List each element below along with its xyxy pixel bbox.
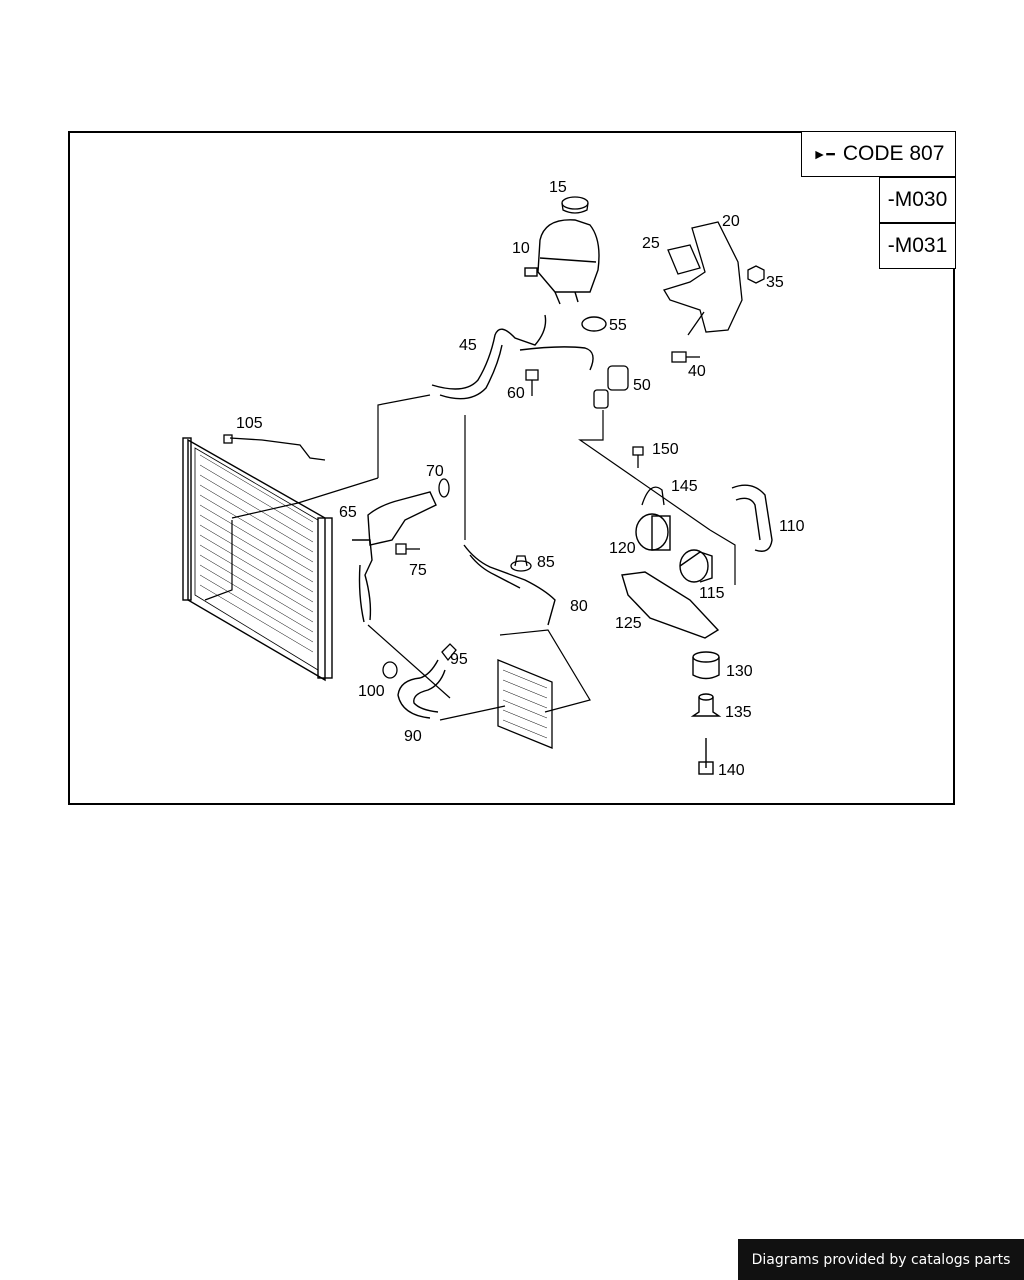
code-variant-1-label: -M030: [887, 188, 948, 211]
leader-90-cooler: [439, 705, 506, 721]
arrow-right-icon: ►━: [812, 145, 835, 162]
callout-labels: 15 10 25 20 35 55 45 50 60 40 105 150 70 145 65 110 75 12…: [236, 179, 805, 779]
leader-65-90: [367, 624, 451, 699]
callout-125: 125: [615, 615, 642, 632]
code-variant-1-box: -M030: [879, 177, 956, 223]
callout-130: 130: [726, 663, 753, 680]
callout-55: 55: [609, 317, 627, 334]
callout-80: 80: [570, 598, 588, 615]
pump-120-icon: [635, 513, 671, 551]
code-variant-2-label: -M031: [887, 234, 948, 257]
leader-radiator-side: [204, 520, 233, 601]
leader-115: [709, 529, 736, 585]
callout-140: 140: [718, 762, 745, 779]
grommet-85-icon: [510, 555, 532, 572]
leader-50-115: [578, 410, 711, 531]
nut-35-icon: [747, 265, 765, 284]
o-ring-70-icon: [438, 478, 450, 498]
callout-25: 25: [642, 235, 660, 252]
callout-10: 10: [512, 240, 530, 257]
hose-45-icon: [431, 314, 594, 400]
mount-plate-125-icon: [621, 571, 720, 639]
callout-110: 110: [779, 518, 805, 535]
sleeve-135-icon: [690, 693, 722, 717]
callout-45: 45: [459, 337, 477, 354]
oil-cooler-icon: [497, 659, 553, 749]
callout-70: 70: [426, 463, 444, 480]
bolt-150-icon: [632, 446, 644, 468]
callout-85: 85: [537, 554, 555, 571]
code-variant-2-box: -M031: [879, 223, 956, 269]
callout-20: 20: [722, 213, 740, 230]
callout-60: 60: [507, 385, 525, 402]
footer-credit-text: Diagrams provided by catalogs parts: [751, 1251, 1011, 1268]
callout-100: 100: [358, 683, 385, 700]
callout-15: 15: [549, 179, 567, 196]
callout-115: 115: [699, 585, 725, 602]
radiator-icon: [182, 437, 333, 682]
bolt-40-icon: [671, 351, 700, 363]
pump-115-icon: [679, 549, 713, 583]
strap-145-icon: [641, 486, 665, 506]
tank-cap-icon: [561, 196, 589, 214]
callout-150: 150: [652, 441, 679, 458]
callout-75: 75: [409, 562, 427, 579]
hose-90-icon: [397, 659, 446, 719]
clamp-50-icon: [593, 365, 629, 409]
callout-145: 145: [671, 478, 698, 495]
callout-50: 50: [633, 377, 651, 394]
hose-110-icon: [731, 484, 773, 552]
sensor-line-105-icon: [223, 434, 326, 461]
diagram-frame: [68, 131, 955, 805]
rubber-mount-130-icon: [692, 651, 720, 680]
callout-105: 105: [236, 415, 263, 432]
code-main-label: CODE 807: [842, 142, 945, 165]
bracket-icon: [663, 221, 743, 336]
callout-35: 35: [766, 274, 784, 291]
callout-40: 40: [688, 363, 706, 380]
hose-80-icon: [463, 544, 556, 626]
bolt-140-icon: [698, 738, 714, 775]
callout-90: 90: [404, 728, 422, 745]
washer-100-icon: [382, 661, 398, 679]
leader-45-radiator: [377, 394, 431, 478]
code-main-box: ►━ CODE 807: [801, 131, 956, 177]
callout-135: 135: [725, 704, 752, 721]
bolt-60-icon: [525, 369, 539, 396]
thermostat-housing-icon: [352, 491, 437, 623]
callout-120: 120: [609, 540, 636, 557]
bushing-95-icon: [441, 643, 457, 662]
callout-65: 65: [339, 504, 357, 521]
footer-credit-banner[interactable]: Diagrams provided by catalogs parts: [738, 1239, 1024, 1280]
expansion-tank-icon: [524, 219, 600, 305]
bolt-75-icon: [395, 543, 420, 555]
leader-80-cooler: [499, 629, 591, 713]
o-ring-55-icon: [581, 316, 607, 332]
callout-95: 95: [450, 651, 468, 668]
